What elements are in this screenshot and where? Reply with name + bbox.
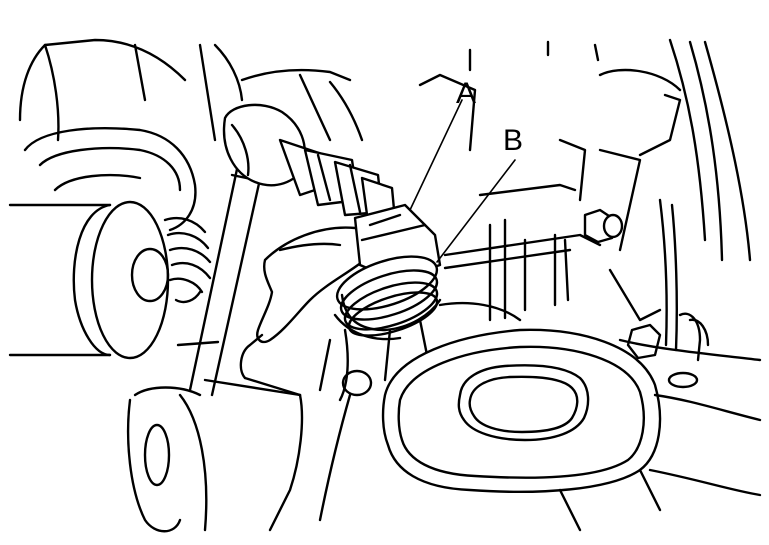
bellows-boot — [163, 216, 212, 304]
left-pulley — [8, 127, 197, 360]
tool-handle — [176, 153, 264, 397]
hose-connector — [333, 203, 442, 341]
round-cover — [381, 328, 762, 532]
right-bracket — [418, 38, 762, 389]
callout-label-b: B — [503, 124, 523, 157]
leader-line-a — [409, 99, 463, 211]
leader-line-b — [436, 159, 516, 263]
tool-head — [222, 103, 397, 224]
callout-label-a: A — [456, 77, 476, 110]
upper-left-housing — [18, 38, 364, 142]
hand — [239, 226, 371, 397]
leader-lines — [409, 99, 516, 263]
